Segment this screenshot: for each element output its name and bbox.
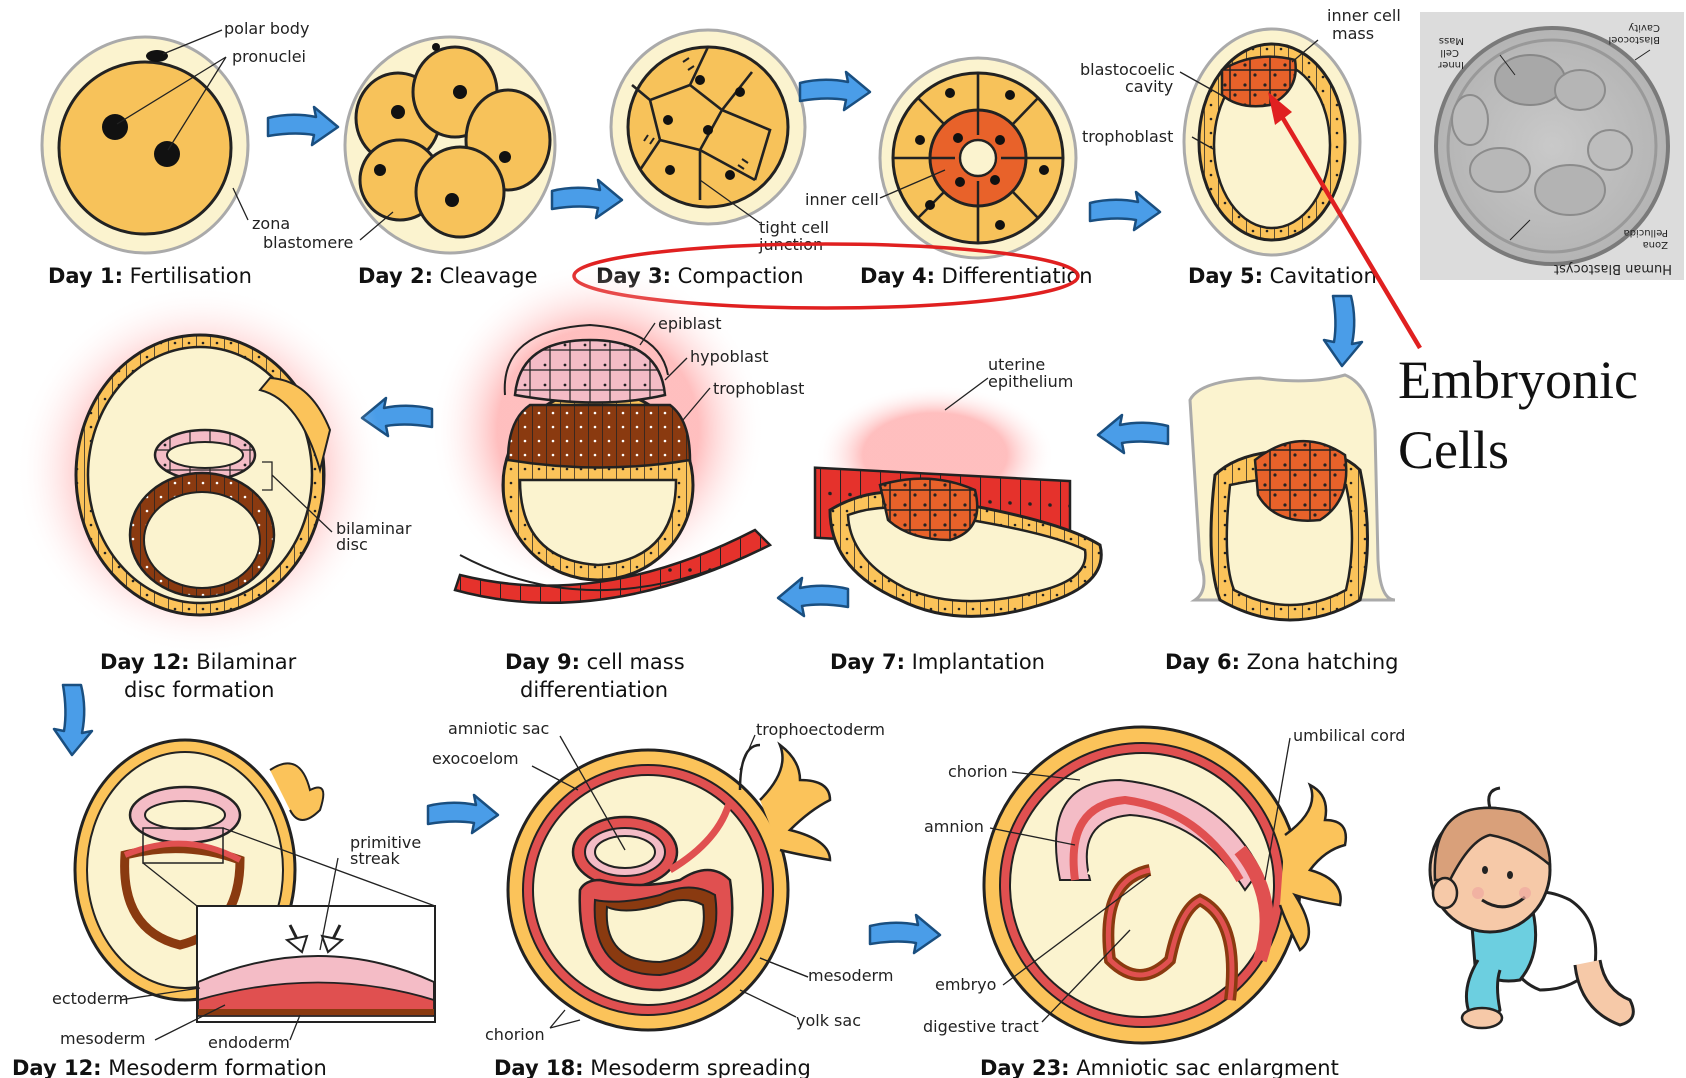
blastocyst-photo: Human Blastocyst Zona Pellucida Blastoco…	[1420, 12, 1684, 280]
label-exocoelom: exocoelom	[432, 749, 519, 768]
label-amniotic-sac: amniotic sac	[448, 719, 549, 738]
caption-day2: Day 2:	[358, 264, 433, 288]
svg-text:Day 12: Bilaminar: Day 12: Bilaminar	[100, 650, 297, 674]
label-streak: streak	[350, 849, 400, 868]
label-trophoblast-2: trophoblast	[713, 379, 804, 398]
caption-day18-name: Mesoderm spreading	[590, 1056, 811, 1078]
label-inner-cell: inner cell	[805, 190, 879, 209]
callout-line1: Embryonic	[1398, 350, 1638, 410]
photo-title: Human Blastocyst	[1554, 261, 1672, 276]
caption-day23-name: Amniotic sac enlargment	[1076, 1056, 1339, 1078]
svg-text:Day 4: Differentiation: Day 4: Differentiation	[860, 264, 1093, 288]
photo-cavity: Cavity	[1628, 22, 1660, 33]
label-polar-body: polar body	[224, 19, 309, 38]
arrow-icon	[1090, 192, 1160, 230]
caption-day23: Day 23:	[980, 1056, 1070, 1078]
baby-illustration	[1430, 788, 1633, 1028]
label-pronuclei: pronuclei	[232, 47, 306, 66]
label-yolk-sac: yolk sac	[796, 1011, 861, 1030]
svg-text:Day 9: cell mass: Day 9: cell mass	[505, 650, 685, 674]
svg-text:Day 7: Implantation: Day 7: Implantation	[830, 650, 1045, 674]
label-mesoderm-2: mesoderm	[808, 966, 893, 985]
svg-text:Day 18: Mesoderm spreading: Day 18: Mesoderm spreading	[494, 1056, 811, 1078]
label-endoderm: endoderm	[208, 1033, 290, 1052]
caption-day3-name: Compaction	[678, 264, 804, 288]
caption-day5: Day 5:	[1188, 264, 1263, 288]
caption-day1: Day 1:	[48, 264, 123, 288]
label-epiblast: epiblast	[658, 314, 721, 333]
day4-differentiation	[880, 58, 1076, 258]
day18-mesoderm-spreading	[508, 745, 830, 1030]
svg-text:Day 6: Zona hatching: Day 6: Zona hatching	[1165, 650, 1399, 674]
photo-blastocoel: Blastocoel	[1608, 34, 1660, 45]
svg-text:Day 5: Cavitation: Day 5: Cavitation	[1188, 264, 1377, 288]
caption-day12b-name: Mesoderm formation	[108, 1056, 327, 1078]
label-mesoderm: mesoderm	[60, 1029, 145, 1048]
arrow-icon	[552, 180, 622, 218]
arrow-icon	[428, 795, 498, 833]
label-chorion-2: chorion	[948, 762, 1008, 781]
arrow-icon	[870, 915, 940, 953]
day12-bilaminar-disc	[15, 285, 385, 655]
day5-cavitation	[1184, 29, 1360, 255]
caption-day12a-name2: disc formation	[124, 678, 274, 702]
day23-amniotic-sac-enlargment	[984, 727, 1346, 1043]
row1-captions: Day 1: Fertilisation Day 2: Cleavage Day…	[48, 264, 1377, 288]
label-trophoectoderm: trophoectoderm	[756, 720, 885, 739]
day1-fertilisation	[42, 37, 248, 253]
photo-cell: Cell	[1440, 47, 1459, 58]
caption-day9-name2: differentiation	[520, 678, 668, 702]
primitive-streak-inset	[197, 906, 435, 1022]
caption-day9-name: cell mass	[587, 650, 685, 674]
day2-cleavage	[345, 37, 555, 253]
caption-day7: Day 7:	[830, 650, 905, 674]
day7-implantation	[815, 385, 1101, 616]
svg-text:Day 23: Amniotic sac enlargmen: Day 23: Amniotic sac enlargment	[980, 1056, 1339, 1078]
caption-day4: Day 4:	[860, 264, 935, 288]
arrow-icon	[1098, 415, 1168, 453]
caption-day6-name: Zona hatching	[1247, 650, 1399, 674]
label-digestive-tract: digestive tract	[923, 1017, 1039, 1036]
label-amnion: amnion	[924, 817, 984, 836]
label-disc: disc	[336, 535, 368, 554]
label-umbilical-cord: umbilical cord	[1293, 726, 1405, 745]
arrow-icon	[1324, 296, 1362, 366]
arrow-icon	[800, 72, 870, 110]
photo-pellucida: Pellucida	[1624, 227, 1668, 238]
label-hypoblast: hypoblast	[690, 347, 769, 366]
svg-text:Day 2: Cleavage: Day 2: Cleavage	[358, 264, 538, 288]
caption-day5-name: Cavitation	[1270, 264, 1377, 288]
photo-inner: Inner	[1437, 59, 1464, 70]
caption-day12b: Day 12:	[12, 1056, 102, 1078]
callout-line2: Cells	[1398, 420, 1509, 480]
caption-day12a: Day 12:	[100, 650, 190, 674]
day3-compaction	[611, 30, 805, 224]
caption-day12a-name: Bilaminar	[196, 650, 296, 674]
label-cavity: cavity	[1125, 77, 1173, 96]
caption-day18: Day 18:	[494, 1056, 584, 1078]
day6-zona-hatching	[1190, 375, 1395, 620]
label-ectoderm: ectoderm	[52, 989, 129, 1008]
label-chorion: chorion	[485, 1025, 545, 1044]
arrow-icon	[54, 685, 92, 755]
photo-zona: Zona	[1643, 239, 1668, 250]
label-inner-cell-mass: inner cell	[1327, 6, 1401, 25]
arrow-icon	[268, 107, 338, 145]
caption-day9: Day 9:	[505, 650, 580, 674]
svg-text:Day 12: Mesoderm formation: Day 12: Mesoderm formation	[12, 1056, 327, 1078]
caption-day7-name: Implantation	[912, 650, 1045, 674]
label-zona: zona	[252, 214, 290, 233]
label-mass: mass	[1332, 24, 1374, 43]
label-epithelium: epithelium	[988, 372, 1073, 391]
arrow-icon	[778, 578, 848, 616]
label-blastomere: blastomere	[263, 233, 353, 252]
svg-text:Day 1: Fertilisation: Day 1: Fertilisation	[48, 264, 252, 288]
caption-day6: Day 6:	[1165, 650, 1240, 674]
label-trophoblast: trophoblast	[1082, 127, 1173, 146]
caption-day1-name: Fertilisation	[130, 264, 252, 288]
photo-mass: Mass	[1439, 35, 1464, 46]
label-embryo: embryo	[935, 975, 996, 994]
